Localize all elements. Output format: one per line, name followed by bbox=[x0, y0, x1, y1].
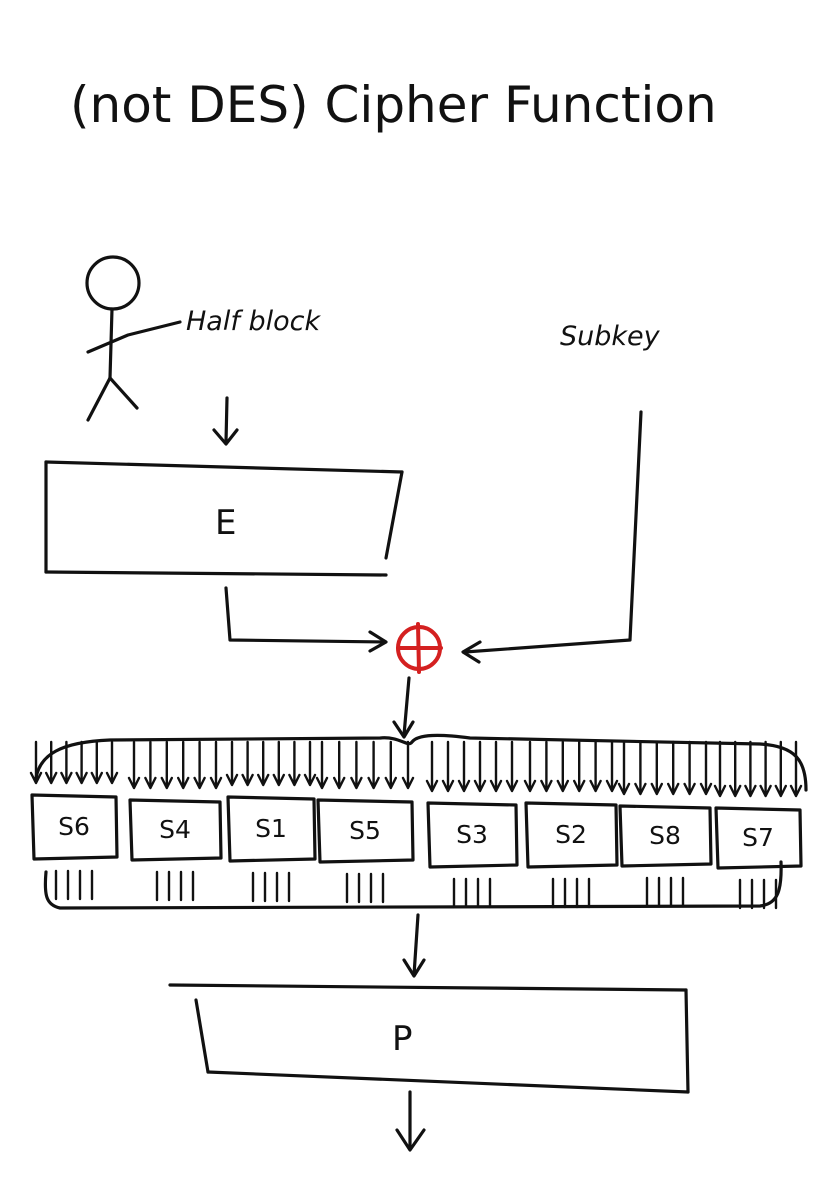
input-bit-arrow bbox=[489, 740, 503, 793]
input-bit-arrow bbox=[127, 740, 141, 790]
permutation-box bbox=[168, 983, 690, 1094]
sbox-label: S8 bbox=[649, 821, 681, 850]
sbox-frame bbox=[316, 798, 415, 864]
input-bit-arrow bbox=[713, 740, 727, 798]
input-bit-arrow bbox=[457, 740, 471, 793]
subkey-label: Subkey bbox=[560, 321, 661, 352]
input-bit-arrow bbox=[441, 740, 455, 793]
input-bit-arrow bbox=[589, 740, 602, 793]
input-bit-arrow bbox=[105, 740, 119, 785]
arrow-into-permutation bbox=[402, 913, 426, 978]
sbox-label: S3 bbox=[456, 820, 488, 849]
input-bit-arrow bbox=[315, 740, 329, 790]
sbox-output-lines bbox=[54, 869, 778, 910]
input-bit-arrow bbox=[634, 740, 647, 796]
input-bit-arrow bbox=[60, 740, 73, 785]
input-bit-arrow bbox=[556, 740, 569, 793]
input-bit-arrow bbox=[540, 740, 553, 793]
xor-icon bbox=[396, 622, 443, 674]
sbox-label: S1 bbox=[255, 814, 287, 843]
input-bit-arrow bbox=[45, 740, 58, 785]
input-bit-arrow bbox=[505, 740, 519, 793]
sbox-label: S6 bbox=[58, 812, 90, 841]
input-bit-arrow bbox=[241, 740, 254, 787]
sbox-frame bbox=[30, 793, 119, 861]
input-bit-arrow bbox=[367, 740, 380, 790]
expansion-box bbox=[44, 460, 404, 577]
input-bit-arrow bbox=[144, 740, 157, 790]
input-bit-arrow bbox=[683, 740, 696, 796]
input-bit-arrow bbox=[729, 740, 742, 798]
collection-brace bbox=[43, 860, 783, 910]
input-bit-arrow bbox=[209, 740, 223, 790]
sbox-row: S6 S4 S1 S5 S3 S2 S8 S7 bbox=[30, 793, 803, 870]
permutation-label: P bbox=[392, 1019, 413, 1059]
input-bit-arrow bbox=[90, 740, 103, 785]
input-bit-arrow bbox=[193, 740, 206, 790]
arrow-expansion-to-xor bbox=[224, 586, 388, 653]
input-bit-arrow bbox=[401, 740, 415, 790]
sbox-label: S4 bbox=[159, 815, 191, 844]
input-bit-arrow bbox=[303, 740, 317, 787]
sbox-frame bbox=[128, 798, 223, 862]
sbox-frame bbox=[618, 804, 713, 868]
sbox-s1: S1 bbox=[226, 795, 317, 863]
input-bit-arrow bbox=[473, 740, 487, 793]
input-bit-arrow bbox=[425, 740, 439, 793]
stick-figure-icon bbox=[85, 255, 182, 422]
input-bit-arrow bbox=[774, 740, 787, 798]
sbox-frame bbox=[226, 795, 317, 863]
sbox-input-arrows bbox=[29, 740, 803, 798]
sbox-frame bbox=[714, 806, 803, 870]
input-bit-arrow bbox=[789, 740, 803, 798]
distribution-brace bbox=[34, 733, 808, 792]
input-bit-arrow bbox=[225, 740, 239, 787]
input-bit-arrow bbox=[759, 740, 772, 798]
arrow-into-expansion bbox=[212, 396, 239, 446]
input-bit-arrow bbox=[29, 740, 43, 785]
input-bit-arrow bbox=[667, 740, 680, 796]
input-bit-arrow bbox=[523, 740, 537, 793]
sbox-s7: S7 bbox=[714, 806, 803, 870]
sbox-frame bbox=[426, 801, 519, 869]
output-arrow bbox=[395, 1090, 426, 1152]
half-block-label: Half block bbox=[186, 306, 321, 337]
sbox-s2: S2 bbox=[524, 801, 619, 869]
input-bit-arrow bbox=[75, 740, 88, 785]
sbox-s5: S5 bbox=[316, 798, 415, 864]
input-bit-arrow bbox=[605, 740, 619, 793]
input-bit-arrow bbox=[384, 740, 397, 790]
input-bit-arrow bbox=[288, 740, 301, 787]
sbox-label: S5 bbox=[349, 816, 381, 845]
sbox-s3: S3 bbox=[426, 801, 519, 869]
expansion-label: E bbox=[215, 503, 236, 543]
arrow-subkey-to-xor bbox=[461, 410, 643, 664]
sbox-frame bbox=[524, 801, 619, 869]
sbox-label: S2 bbox=[555, 820, 587, 849]
diagram-title: (not DES) Cipher Function bbox=[70, 76, 717, 134]
input-bit-arrow bbox=[257, 740, 270, 787]
arrow-xor-to-brace bbox=[392, 676, 415, 739]
input-bit-arrow bbox=[617, 740, 631, 796]
input-bit-arrow bbox=[650, 740, 663, 796]
input-bit-arrow bbox=[699, 740, 713, 796]
sbox-label: S7 bbox=[742, 823, 774, 852]
input-bit-arrow bbox=[350, 740, 363, 790]
sbox-s4: S4 bbox=[128, 798, 223, 862]
input-bit-arrow bbox=[160, 740, 173, 790]
input-bit-arrow bbox=[333, 740, 346, 790]
input-bit-arrow bbox=[744, 740, 757, 798]
input-bit-arrow bbox=[272, 740, 285, 787]
sbox-s8: S8 bbox=[618, 804, 713, 868]
input-bit-arrow bbox=[573, 740, 586, 793]
sbox-s6: S6 bbox=[30, 793, 119, 861]
input-bit-arrow bbox=[177, 740, 190, 790]
